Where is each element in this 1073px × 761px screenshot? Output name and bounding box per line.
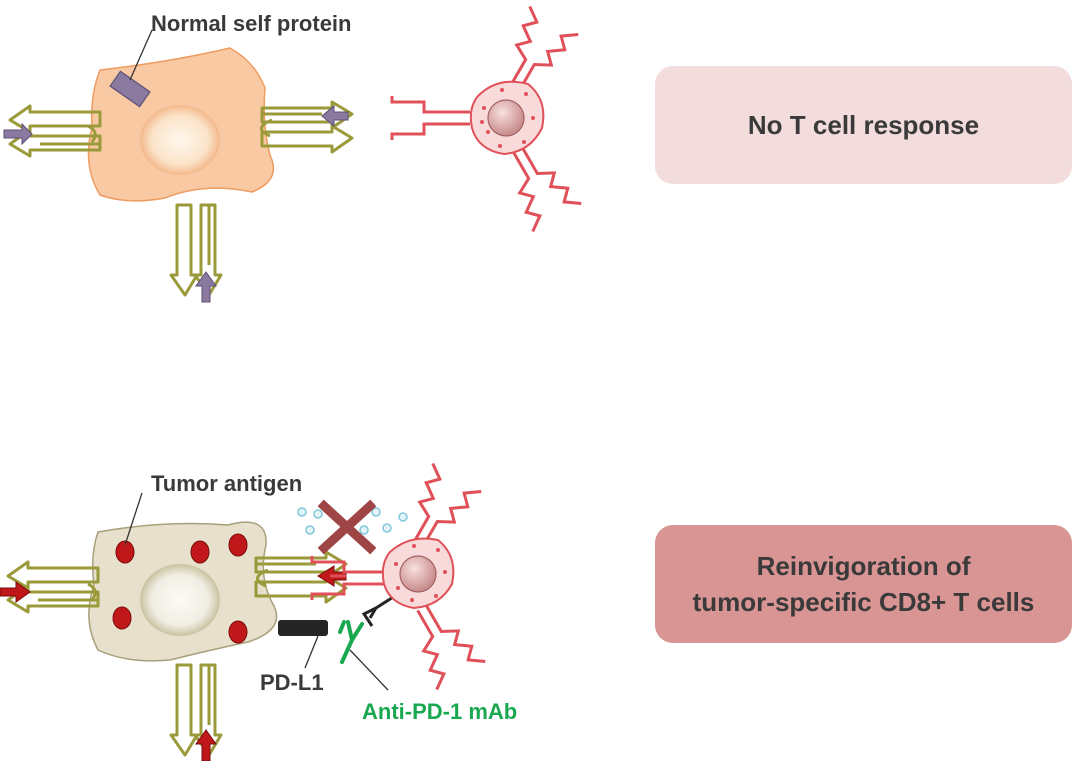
tcr-contact-right-bottom	[256, 568, 269, 588]
outcome-box-top: No T cell response	[655, 66, 1072, 184]
tcr-contact-left-bottom	[87, 582, 97, 601]
anti-pd1-pointer	[349, 649, 389, 691]
outcome-bottom-line1: Reinvigoration of	[756, 551, 971, 581]
self-peptide-bottom-icon	[195, 271, 217, 303]
normal-cell	[87, 47, 275, 202]
tumor-peptide-bottom-icon	[195, 729, 217, 761]
mhc-bottom-top	[169, 203, 223, 297]
anti-pd1-label: Anti-PD-1 mAb	[362, 699, 518, 724]
self-protein-pointer	[129, 29, 153, 81]
tumor-cell	[88, 521, 278, 662]
tcr-contact-right	[260, 118, 273, 138]
t-cell-bottom	[310, 461, 487, 692]
anti-pd1-antibody-icon	[338, 620, 364, 664]
pd-l1-label: PD-L1	[260, 670, 324, 695]
outcome-top-text: No T cell response	[747, 109, 980, 140]
self-protein-icon	[109, 70, 151, 108]
pd-l1-pointer	[304, 635, 319, 669]
mhc-right-top	[260, 100, 354, 154]
normal-cell-nucleus	[140, 105, 220, 175]
t-cell-top	[390, 4, 583, 234]
outcome-bottom-line2: tumor-specific CD8+ T cells	[692, 587, 1035, 617]
tumor-antigen-icons	[112, 533, 248, 644]
tumor-cell-nucleus	[140, 564, 220, 636]
tumor-antigen-label: Tumor antigen	[151, 471, 303, 496]
self-peptide-left-icon	[3, 122, 33, 146]
normal-self-protein-label: Normal self protein	[151, 11, 352, 36]
tumor-peptide-left-icon	[0, 581, 31, 603]
t-cell-nucleus	[487, 99, 525, 137]
pd-l1-icon	[278, 620, 328, 636]
self-peptide-right-icon	[321, 104, 349, 128]
t-cell-bottom-nucleus	[399, 555, 437, 593]
tumor-antigen-pointer	[124, 492, 143, 546]
cytokine-icons	[297, 507, 408, 535]
tcr-contact-left	[87, 124, 97, 143]
inhibition-x-icon	[317, 499, 377, 555]
outcome-box-bottom: Reinvigoration of tumor-specific CD8+ T …	[655, 525, 1072, 643]
